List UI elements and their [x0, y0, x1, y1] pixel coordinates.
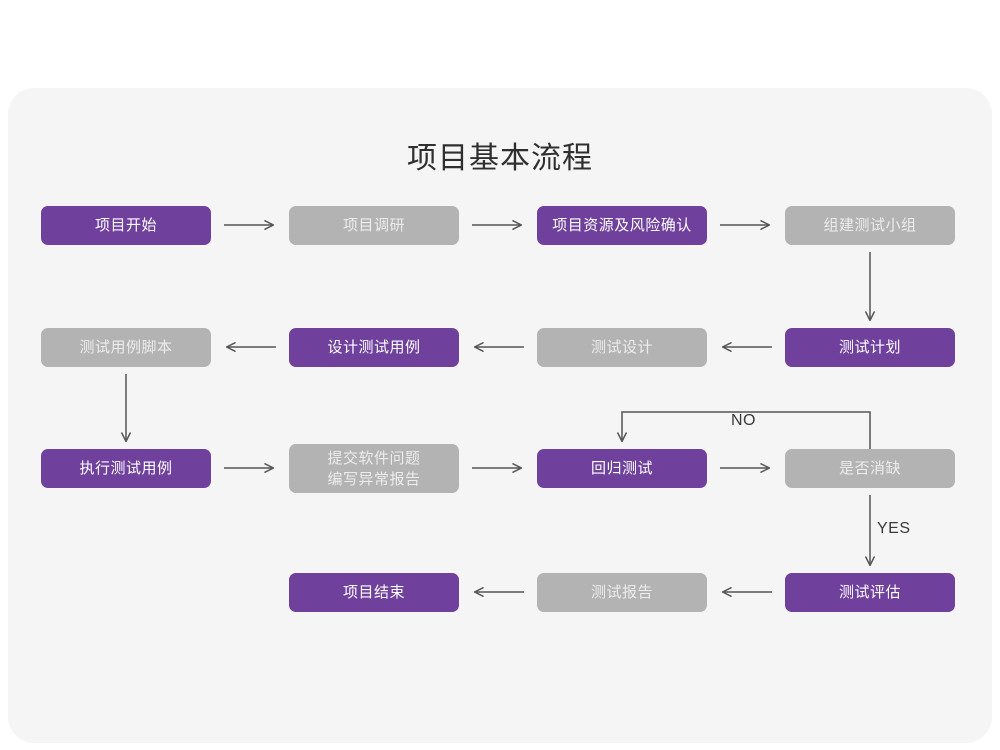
node-execute-test-case[interactable]: 执行测试用例: [41, 449, 211, 488]
flowchart-card: [8, 88, 992, 743]
node-test-design[interactable]: 测试设计: [537, 328, 707, 367]
node-project-start[interactable]: 项目开始: [41, 206, 211, 245]
node-regression-test[interactable]: 回归测试: [537, 449, 707, 488]
page-title: 项目基本流程: [407, 142, 593, 175]
edge-label-yes: YES: [877, 520, 911, 537]
node-defect-resolved-decision[interactable]: 是否消缺: [785, 449, 955, 488]
node-test-plan[interactable]: 测试计划: [785, 328, 955, 367]
node-project-research[interactable]: 项目调研: [289, 206, 459, 245]
edge-label-no: NO: [731, 412, 756, 429]
node-project-end[interactable]: 项目结束: [289, 573, 459, 612]
node-test-report[interactable]: 测试报告: [537, 573, 707, 612]
node-test-case-script[interactable]: 测试用例脚本: [41, 328, 211, 367]
node-submit-issue-report[interactable]: 提交软件问题 编写异常报告: [289, 444, 459, 493]
node-build-test-team[interactable]: 组建测试小组: [785, 206, 955, 245]
node-design-test-case[interactable]: 设计测试用例: [289, 328, 459, 367]
node-test-evaluation[interactable]: 测试评估: [785, 573, 955, 612]
node-resource-risk-confirm[interactable]: 项目资源及风险确认: [537, 206, 707, 245]
